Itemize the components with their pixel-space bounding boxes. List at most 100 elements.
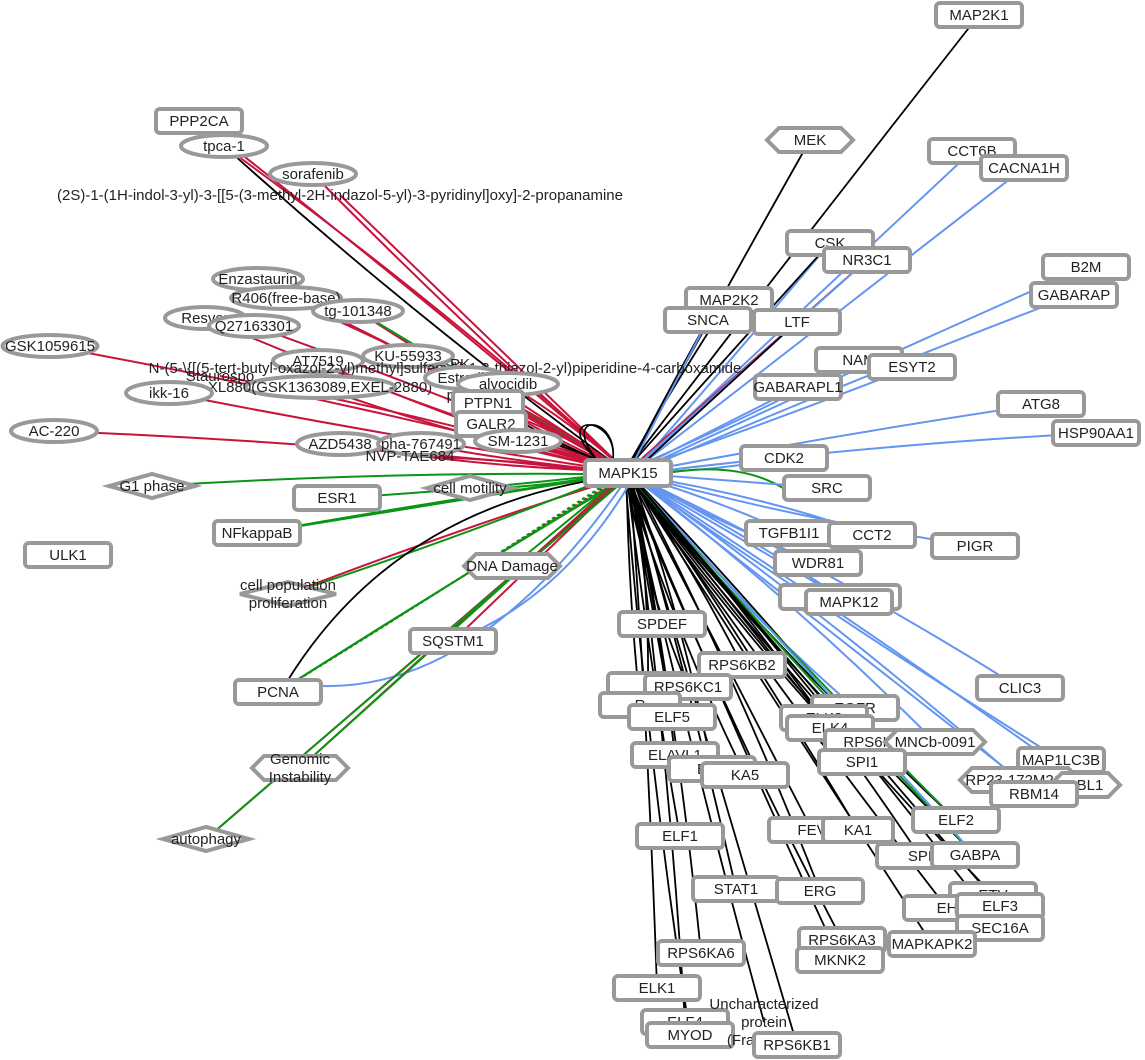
- node-nfkappab[interactable]: NFkappaB: [212, 519, 302, 547]
- rect-node-shape[interactable]: [827, 521, 917, 549]
- node-src[interactable]: SRC: [782, 474, 872, 502]
- rect-node-shape[interactable]: [739, 444, 829, 472]
- node-g1-phase[interactable]: G1 phase: [101, 471, 203, 501]
- rect-node-shape[interactable]: [292, 484, 382, 512]
- node-pha-767491[interactable]: pha-767491: [376, 431, 466, 457]
- node-rps6ka6[interactable]: RPS6KA6: [656, 939, 746, 967]
- node-pigr[interactable]: PIGR: [930, 532, 1020, 560]
- node-mapk12[interactable]: MAPK12: [804, 588, 894, 616]
- node-2s-indol[interactable]: (2S)-1-(1H-indol-3-yl)-3-[[5-(3-methyl-2…: [57, 187, 623, 204]
- ellipse-node-shape[interactable]: [243, 374, 397, 400]
- ellipse-node-shape[interactable]: [473, 428, 563, 454]
- rect-node-shape[interactable]: [773, 549, 863, 577]
- rect-node-shape[interactable]: [697, 651, 787, 679]
- rect-node-shape[interactable]: [663, 306, 753, 334]
- node-tpca-1[interactable]: tpca-1: [179, 133, 269, 159]
- node-cdk2[interactable]: CDK2: [739, 444, 829, 472]
- node-gsk1059615[interactable]: GSK1059615: [0, 333, 100, 359]
- rect-node-shape[interactable]: [867, 353, 957, 381]
- node-cct2[interactable]: CCT2: [827, 521, 917, 549]
- rect-node-shape[interactable]: [154, 107, 244, 135]
- rect-node-shape[interactable]: [583, 458, 673, 488]
- node-xl880[interactable]: XL880(GSK1363089,EXEL-2880): [208, 374, 432, 400]
- rect-node-shape[interactable]: [804, 588, 894, 616]
- ellipse-node-shape[interactable]: [9, 418, 99, 444]
- ellipse-node-shape[interactable]: [271, 348, 365, 374]
- node-galr2[interactable]: GALR2: [454, 410, 528, 438]
- node-nr3c1[interactable]: NR3C1: [822, 246, 912, 274]
- node-ppp2ca[interactable]: PPP2CA: [154, 107, 244, 135]
- rect-node-shape[interactable]: [979, 154, 1069, 182]
- node-elk1[interactable]: ELK1: [612, 974, 702, 1002]
- rect-node-shape[interactable]: [627, 703, 717, 731]
- rect-node-shape[interactable]: [1029, 281, 1119, 309]
- node-rbm14[interactable]: RBM14: [989, 780, 1079, 808]
- node-ikk-16[interactable]: ikk-16: [124, 380, 214, 406]
- rect-node-shape[interactable]: [955, 914, 1045, 942]
- node-r406[interactable]: R406(free-base): [229, 285, 343, 311]
- rect-node-shape[interactable]: [645, 1021, 735, 1049]
- rect-node-shape[interactable]: [635, 822, 725, 850]
- diamond-node-shape[interactable]: [101, 471, 203, 501]
- ellipse-node-shape[interactable]: [361, 343, 455, 369]
- rect-node-shape[interactable]: [822, 246, 912, 274]
- node-spi1[interactable]: SPI1: [817, 748, 907, 776]
- rect-node-shape[interactable]: [989, 780, 1079, 808]
- rect-node-shape[interactable]: [911, 806, 1001, 834]
- node-stat1[interactable]: STAT1: [691, 875, 781, 903]
- ellipse-node-shape[interactable]: [311, 298, 405, 324]
- node-gabarapl1[interactable]: GABARAPL1: [753, 373, 843, 401]
- node-snca[interactable]: SNCA: [663, 306, 753, 334]
- node-hsp90aa1[interactable]: HSP90AA1: [1051, 419, 1141, 447]
- node-rps6ka5[interactable]: KA5: [700, 761, 790, 789]
- node-mknk2[interactable]: MKNK2: [795, 946, 885, 974]
- node-sqstm1[interactable]: SQSTM1: [408, 627, 498, 655]
- node-cacna1h[interactable]: CACNA1H: [979, 154, 1069, 182]
- node-ltf[interactable]: LTF: [752, 308, 842, 336]
- node-map2k1[interactable]: MAP2K1: [934, 1, 1024, 29]
- node-mapkapk2[interactable]: MAPKAPK2: [887, 930, 977, 958]
- rect-node-shape[interactable]: [753, 373, 843, 401]
- node-mapk15[interactable]: MAPK15: [583, 458, 673, 488]
- node-b2m[interactable]: B2M: [1041, 253, 1131, 281]
- node-atg8[interactable]: ATG8: [996, 390, 1086, 418]
- node-sec16a[interactable]: SEC16A: [955, 914, 1045, 942]
- node-rps6kb1[interactable]: RPS6KB1: [752, 1031, 842, 1059]
- ellipse-node-shape[interactable]: [229, 285, 343, 311]
- rect-node-shape[interactable]: [23, 541, 113, 569]
- node-esr1[interactable]: ESR1: [292, 484, 382, 512]
- rect-node-shape[interactable]: [996, 390, 1086, 418]
- node-rps6kb2[interactable]: RPS6KB2: [697, 651, 787, 679]
- node-elf2[interactable]: ELF2: [911, 806, 1001, 834]
- node-sm-1231[interactable]: SM-1231: [473, 428, 563, 454]
- hexagon-node-shape[interactable]: [461, 552, 563, 580]
- rect-node-shape[interactable]: [934, 1, 1024, 29]
- rect-node-shape[interactable]: [700, 761, 790, 789]
- node-mek[interactable]: MEK: [764, 126, 856, 154]
- rect-node-shape[interactable]: [795, 946, 885, 974]
- rect-node-shape[interactable]: [752, 308, 842, 336]
- ellipse-node-shape[interactable]: [0, 333, 100, 359]
- node-sorafenib[interactable]: sorafenib: [268, 161, 358, 187]
- rect-node-shape[interactable]: [975, 674, 1065, 702]
- node-at7519[interactable]: AT7519: [271, 348, 365, 374]
- node-enzastaurin[interactable]: Enzastaurin: [211, 266, 305, 292]
- rect-node-shape[interactable]: [612, 974, 702, 1002]
- node-erg[interactable]: ERG: [775, 877, 865, 905]
- hexagon-node-shape[interactable]: [249, 754, 351, 782]
- rect-node-shape[interactable]: [212, 519, 302, 547]
- hexagon-node-shape[interactable]: [764, 126, 856, 154]
- node-pcna[interactable]: PCNA: [233, 678, 323, 706]
- node-clic3[interactable]: CLIC3: [975, 674, 1065, 702]
- node-staurosporine[interactable]: Staurospo: [186, 368, 254, 385]
- rect-node-shape[interactable]: [775, 877, 865, 905]
- rect-node-shape[interactable]: [233, 678, 323, 706]
- ellipse-node-shape[interactable]: [207, 313, 301, 339]
- node-ptpn1[interactable]: PTPN1: [451, 389, 525, 417]
- node-elf5[interactable]: ELF5: [627, 703, 717, 731]
- node-q27163301[interactable]: Q27163301: [207, 313, 301, 339]
- node-esyt2[interactable]: ESYT2: [867, 353, 957, 381]
- node-nvp-tae684[interactable]: NVP-TAE684: [366, 448, 455, 465]
